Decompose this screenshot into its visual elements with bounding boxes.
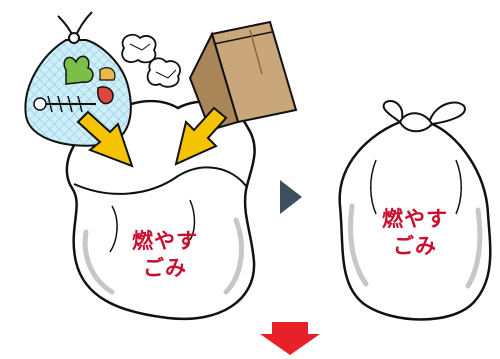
insert-arrow-left bbox=[76, 110, 134, 168]
paper-bag-icon bbox=[188, 20, 298, 132]
right-bag-label: 燃やす ごみ bbox=[360, 206, 470, 260]
left-bag-label-line2: ごみ bbox=[143, 256, 187, 280]
right-triangle-arrow-icon bbox=[280, 180, 302, 214]
right-bag-label-line2: ごみ bbox=[393, 234, 437, 258]
down-arrow-icon bbox=[260, 322, 320, 355]
left-bag-label: 燃やす ごみ bbox=[110, 228, 220, 282]
left-bag-label-line1: 燃やす bbox=[132, 229, 198, 253]
insert-arrow-right bbox=[174, 106, 228, 166]
mesh-bag-of-food-scraps-icon bbox=[24, 11, 132, 147]
crumpled-paper-icon bbox=[121, 33, 181, 88]
right-bag-label-line1: 燃やす bbox=[382, 207, 448, 231]
tied-garbage-bag bbox=[338, 100, 492, 321]
